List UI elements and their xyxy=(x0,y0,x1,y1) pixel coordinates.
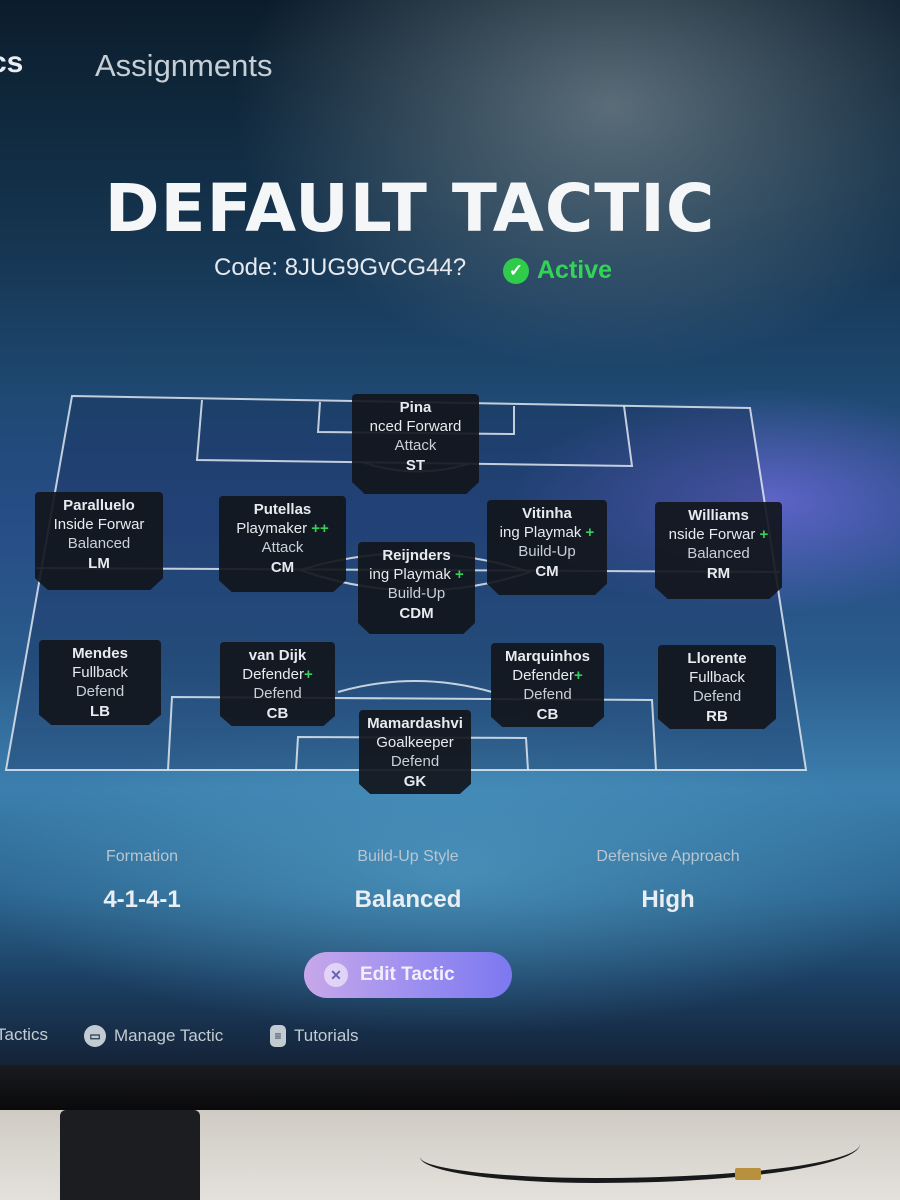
status-badge: ✓ Active xyxy=(503,256,612,285)
player-style: Defend xyxy=(390,753,440,770)
player-name: Mamardashvi xyxy=(367,715,463,732)
footer-manage-label: Manage Tactic xyxy=(114,1026,224,1045)
player-role: nced Forward xyxy=(369,418,462,435)
footer-tactics[interactable]: Tactics xyxy=(0,1025,48,1045)
player-style: Defend xyxy=(253,685,302,702)
status-text: Active xyxy=(537,256,613,284)
tab-tactics[interactable]: cs xyxy=(0,46,24,79)
upgrade-plus-icon: + xyxy=(303,666,313,683)
player-style: Build-Up xyxy=(387,585,446,602)
player-card-cb-left[interactable]: van Dijk Defender+ Defend CB xyxy=(220,642,335,726)
tab-assignments[interactable]: Assignments xyxy=(95,48,273,83)
formation-label: Formation xyxy=(105,848,179,865)
player-position: CB xyxy=(266,705,289,722)
footer-tactics-label: Tactics xyxy=(0,1025,48,1044)
page-title: DEFAULT TACTIC xyxy=(104,170,716,247)
options-button-icon: ≡ xyxy=(270,1025,286,1047)
player-style: Balanced xyxy=(67,535,131,552)
player-card-cm-right[interactable]: Vitinha ing Playmak + Build-Up CM xyxy=(487,500,607,595)
player-name: Paralluelo xyxy=(63,497,135,514)
player-position: CB xyxy=(536,706,559,723)
player-style: Defend xyxy=(523,686,572,703)
player-position: RB xyxy=(706,708,728,725)
bottom-penalty-arc xyxy=(337,680,493,693)
player-style: Attack xyxy=(394,437,437,454)
player-name: van Dijk xyxy=(248,647,307,664)
check-icon: ✓ xyxy=(503,257,529,284)
upgrade-plus-icon: + xyxy=(759,526,769,543)
player-card-st[interactable]: Pina nced Forward Attack ST xyxy=(352,394,479,494)
upgrade-plus-icon: + xyxy=(455,566,464,583)
defense-value: High xyxy=(641,886,695,913)
formation-summary: Formation 4-1-4-1 xyxy=(42,848,242,914)
player-card-lb[interactable]: Mendes Fullback Defend LB xyxy=(39,640,161,725)
buildup-summary: Build-Up Style Balanced xyxy=(308,848,508,914)
player-card-cdm[interactable]: Reijnders ing Playmak + Build-Up CDM xyxy=(358,542,475,634)
cable-plug xyxy=(735,1168,761,1180)
edit-tactic-label: Edit Tactic xyxy=(360,964,455,985)
player-position: CM xyxy=(270,559,295,576)
player-role: Defender xyxy=(242,666,304,683)
defense-label: Defensive Approach xyxy=(596,848,740,865)
player-card-rm[interactable]: Williams nside Forwar + Balanced RM xyxy=(655,502,782,599)
cable xyxy=(420,1118,860,1183)
player-role: Defender xyxy=(512,667,574,684)
player-style: Defend xyxy=(75,683,125,700)
player-name: Reijnders xyxy=(382,547,451,564)
player-style: Build-Up xyxy=(518,543,576,560)
player-role: ing Playmak xyxy=(499,524,582,541)
controller-button-icon: ▭ xyxy=(84,1025,106,1047)
player-name: Mendes xyxy=(72,645,128,662)
player-name: Williams xyxy=(688,507,749,524)
player-card-cm-left[interactable]: Putellas Playmaker ++ Attack CM xyxy=(219,496,346,592)
monitor-stand xyxy=(60,1110,200,1200)
player-card-cb-right[interactable]: Marquinhos Defender+ Defend CB xyxy=(491,643,604,727)
player-role: nside Forwar xyxy=(668,526,756,543)
player-name: Marquinhos xyxy=(505,648,590,665)
formation-value: 4-1-4-1 xyxy=(103,886,181,913)
player-style: Balanced xyxy=(687,545,750,562)
player-role: Goalkeeper xyxy=(376,734,454,751)
player-name: Llorente xyxy=(687,650,747,667)
player-role: Fullback xyxy=(689,669,745,686)
upgrade-plus-icon: + xyxy=(573,667,583,684)
footer-bar: Tactics ▭ Manage Tactic ≡ Tutorials xyxy=(0,1025,900,1049)
upgrade-plus-icon: + xyxy=(585,524,595,541)
player-card-rb[interactable]: Llorente Fullback Defend RB xyxy=(658,645,776,729)
tactic-code: Code: 8JUG9GvCG44? xyxy=(214,254,467,281)
player-name: Pina xyxy=(399,399,432,416)
player-position: GK xyxy=(403,773,427,790)
player-role: Playmaker xyxy=(236,520,308,537)
player-card-gk[interactable]: Mamardashvi Goalkeeper Defend GK xyxy=(359,710,471,794)
player-name: Vitinha xyxy=(522,505,572,522)
player-position: CM xyxy=(535,563,559,580)
player-position: CDM xyxy=(399,605,434,622)
player-style: Attack xyxy=(261,539,304,556)
upgrade-plus-icon: ++ xyxy=(311,520,329,537)
buildup-value: Balanced xyxy=(354,886,462,913)
edit-tactic-button[interactable]: ✕ Edit Tactic xyxy=(304,952,512,998)
defense-summary: Defensive Approach High xyxy=(568,848,768,914)
player-position: LM xyxy=(88,555,110,572)
player-role: Inside Forwar xyxy=(53,516,145,533)
monitor: cs Assignments DEFAULT TACTIC Code: 8JUG… xyxy=(0,0,900,1110)
x-button-icon: ✕ xyxy=(324,963,348,987)
player-name: Putellas xyxy=(253,501,312,518)
player-style: Defend xyxy=(692,688,742,705)
player-role: Fullback xyxy=(72,664,128,681)
game-screen: cs Assignments DEFAULT TACTIC Code: 8JUG… xyxy=(0,0,900,1065)
player-position: RM xyxy=(706,565,731,582)
player-role: ing Playmak xyxy=(369,566,451,583)
footer-tutorials-label: Tutorials xyxy=(294,1026,359,1045)
player-position: ST xyxy=(405,457,426,474)
player-card-lm[interactable]: Paralluelo Inside Forwar Balanced LM xyxy=(35,492,163,590)
buildup-label: Build-Up Style xyxy=(357,848,459,865)
footer-tutorials[interactable]: ≡ Tutorials xyxy=(270,1025,359,1047)
monitor-bezel xyxy=(0,1065,900,1110)
player-position: LB xyxy=(90,703,110,720)
footer-manage-tactic[interactable]: ▭ Manage Tactic xyxy=(84,1025,223,1047)
